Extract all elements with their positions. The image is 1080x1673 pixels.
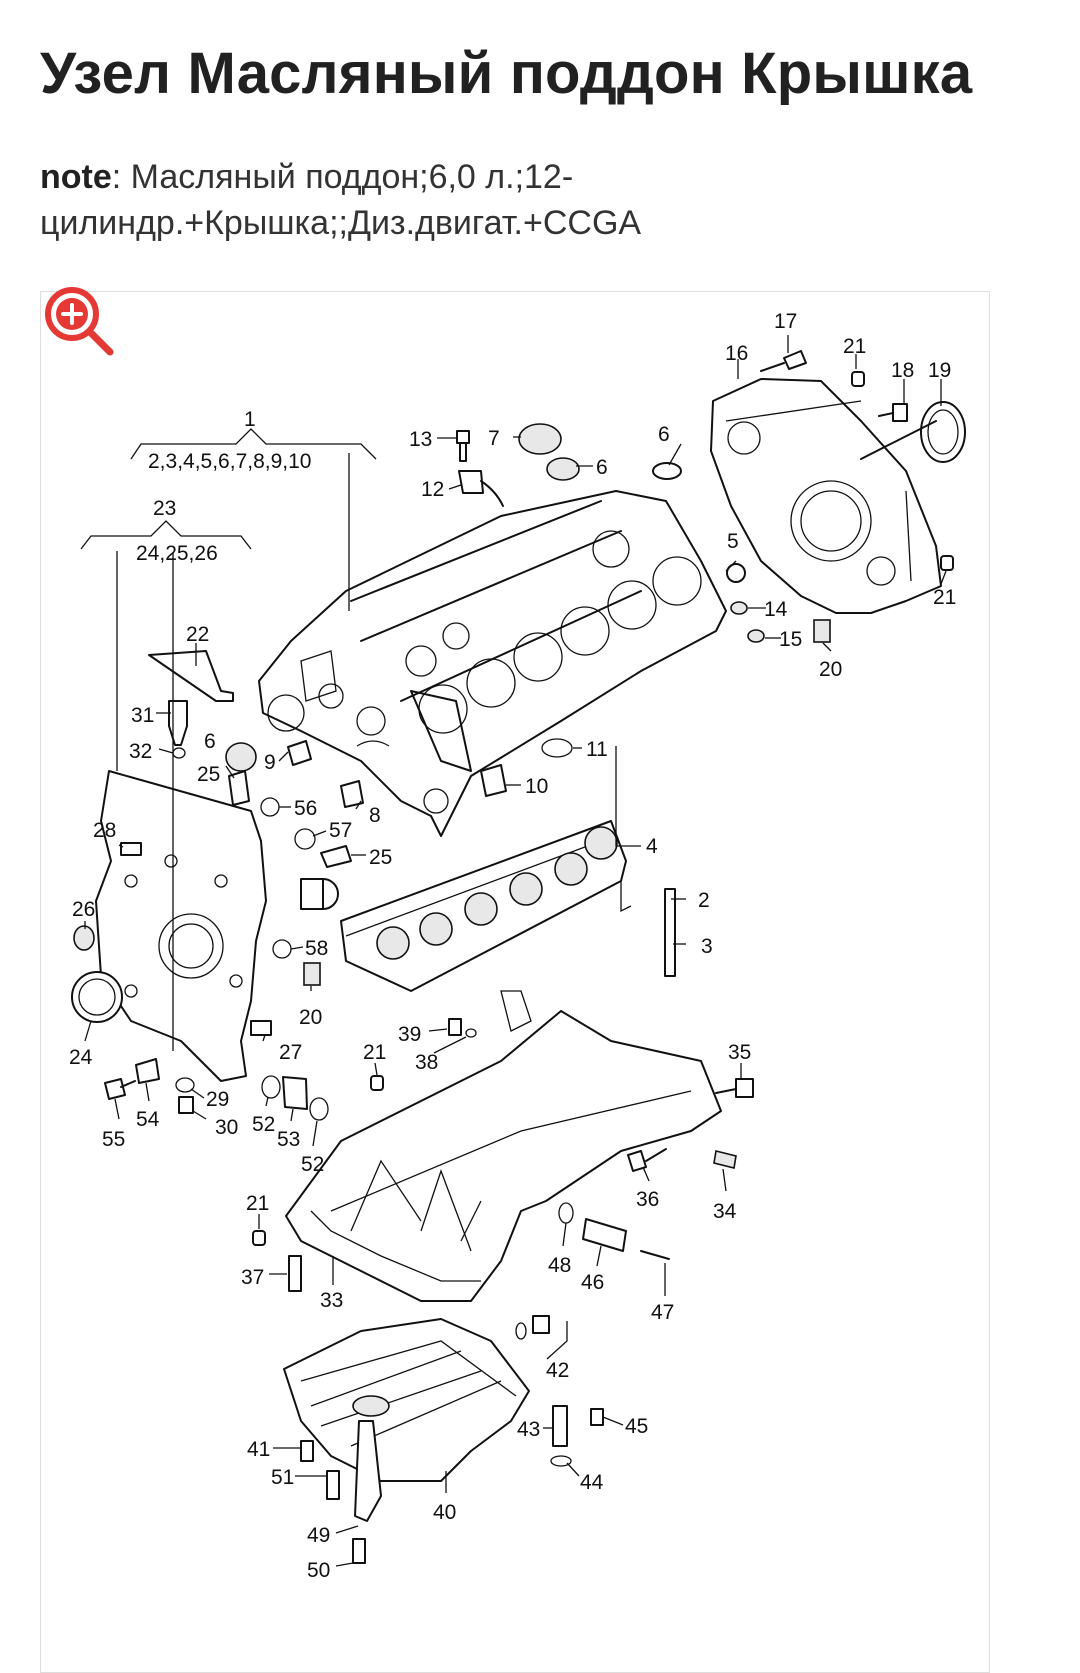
- callout-50[interactable]: 50: [307, 1559, 330, 1582]
- callout-34[interactable]: 34: [713, 1200, 737, 1223]
- callout-25-b[interactable]: 25: [369, 846, 392, 869]
- upper-oil-pan-drawing: [285, 990, 722, 1302]
- callout-24[interactable]: 24: [69, 1046, 93, 1069]
- callout-21-d[interactable]: 21: [246, 1192, 269, 1215]
- parts-diagram-frame[interactable]: 1 2,3,4,5,6,7,8,9,10 23 24,25,26 2 3 4 5…: [40, 291, 990, 1673]
- callout-58[interactable]: 58: [305, 937, 328, 960]
- callout-11[interactable]: 11: [586, 738, 608, 761]
- callout-36[interactable]: 36: [636, 1188, 659, 1211]
- callout-52-a[interactable]: 52: [252, 1113, 275, 1136]
- lower-oil-pan-drawing: [283, 1318, 530, 1522]
- callout-44[interactable]: 44: [580, 1471, 604, 1494]
- page-title: Узел Масляный поддон Крышка: [40, 41, 973, 106]
- zoom-in-button[interactable]: [42, 284, 118, 360]
- callout-7[interactable]: 7: [488, 427, 500, 450]
- callout-35[interactable]: 35: [728, 1041, 751, 1064]
- callout-31[interactable]: 31: [131, 704, 154, 727]
- note-text: : Масляный поддон;6,0 л.;12-цилиндр.+Кры…: [40, 158, 642, 242]
- callout-56[interactable]: 56: [294, 797, 317, 820]
- callout-27[interactable]: 27: [279, 1041, 302, 1064]
- exploded-parts-diagram: 1 2,3,4,5,6,7,8,9,10 23 24,25,26 2 3 4 5…: [69, 310, 966, 1582]
- zoom-in-icon: [45, 287, 114, 356]
- callout-25-a[interactable]: 25: [197, 763, 220, 786]
- callout-20-a[interactable]: 20: [819, 658, 842, 681]
- callout-28[interactable]: 28: [93, 819, 116, 842]
- callout-47[interactable]: 47: [651, 1301, 674, 1324]
- callout-42[interactable]: 42: [546, 1359, 569, 1382]
- callout-41[interactable]: 41: [247, 1438, 270, 1461]
- callout-26[interactable]: 26: [72, 898, 95, 921]
- callout-23-group: 24,25,26: [136, 542, 218, 565]
- callout-14[interactable]: 14: [764, 598, 788, 621]
- callout-13[interactable]: 13: [409, 428, 432, 451]
- callout-37[interactable]: 37: [241, 1266, 264, 1289]
- bearing-ladder-drawing: [340, 820, 627, 992]
- callout-19[interactable]: 19: [928, 359, 951, 382]
- callout-29[interactable]: 29: [206, 1088, 229, 1111]
- callout-43[interactable]: 43: [517, 1418, 540, 1441]
- callout-3[interactable]: 3: [701, 935, 713, 958]
- callout-49[interactable]: 49: [307, 1524, 330, 1547]
- callout-22[interactable]: 22: [186, 623, 209, 646]
- callout-21-c[interactable]: 21: [363, 1041, 386, 1064]
- callout-54[interactable]: 54: [136, 1108, 160, 1131]
- callout-9[interactable]: 9: [264, 751, 276, 774]
- engine-block-drawing: [258, 490, 727, 837]
- note-label: note: [40, 158, 112, 196]
- callout-12[interactable]: 12: [421, 478, 444, 501]
- part-note: note: Масляный поддон;6,0 л.;12-цилиндр.…: [40, 154, 840, 246]
- callout-21-a[interactable]: 21: [843, 335, 866, 358]
- small-parts-drawing: [104, 350, 954, 1564]
- callout-17[interactable]: 17: [774, 310, 797, 333]
- callout-10[interactable]: 10: [525, 775, 548, 798]
- callout-6-b[interactable]: 6: [596, 456, 608, 479]
- callout-52-b[interactable]: 52: [301, 1153, 324, 1176]
- callout-55[interactable]: 55: [102, 1128, 125, 1151]
- callout-8[interactable]: 8: [369, 804, 381, 827]
- callout-51[interactable]: 51: [271, 1466, 294, 1489]
- callout-1[interactable]: 1: [244, 408, 256, 431]
- callout-45[interactable]: 45: [625, 1415, 648, 1438]
- callout-46[interactable]: 46: [581, 1271, 604, 1294]
- callout-53[interactable]: 53: [277, 1128, 300, 1151]
- callout-15[interactable]: 15: [779, 628, 802, 651]
- callout-4[interactable]: 4: [646, 835, 658, 858]
- leader-lines: [80, 335, 947, 1567]
- callout-33[interactable]: 33: [320, 1289, 343, 1312]
- callout-6-c[interactable]: 6: [204, 730, 216, 753]
- callout-48[interactable]: 48: [548, 1254, 571, 1277]
- callout-23[interactable]: 23: [153, 497, 176, 520]
- callout-1-group: 2,3,4,5,6,7,8,9,10: [148, 450, 311, 473]
- rear-cover-drawing: [710, 378, 966, 614]
- callout-20-b[interactable]: 20: [299, 1006, 322, 1029]
- callout-57[interactable]: 57: [329, 819, 352, 842]
- callout-38[interactable]: 38: [415, 1051, 438, 1074]
- callout-18[interactable]: 18: [891, 359, 914, 382]
- callout-32[interactable]: 32: [129, 740, 152, 763]
- callout-40[interactable]: 40: [433, 1501, 456, 1524]
- callout-5[interactable]: 5: [727, 530, 739, 553]
- callout-6-a[interactable]: 6: [658, 423, 670, 446]
- callout-labels: 1 2,3,4,5,6,7,8,9,10 23 24,25,26 2 3 4 5…: [69, 310, 956, 1582]
- callout-2[interactable]: 2: [698, 889, 710, 912]
- callout-30[interactable]: 30: [215, 1116, 238, 1139]
- callout-21-b[interactable]: 21: [933, 586, 956, 609]
- callout-39[interactable]: 39: [398, 1023, 421, 1046]
- callout-16[interactable]: 16: [725, 342, 748, 365]
